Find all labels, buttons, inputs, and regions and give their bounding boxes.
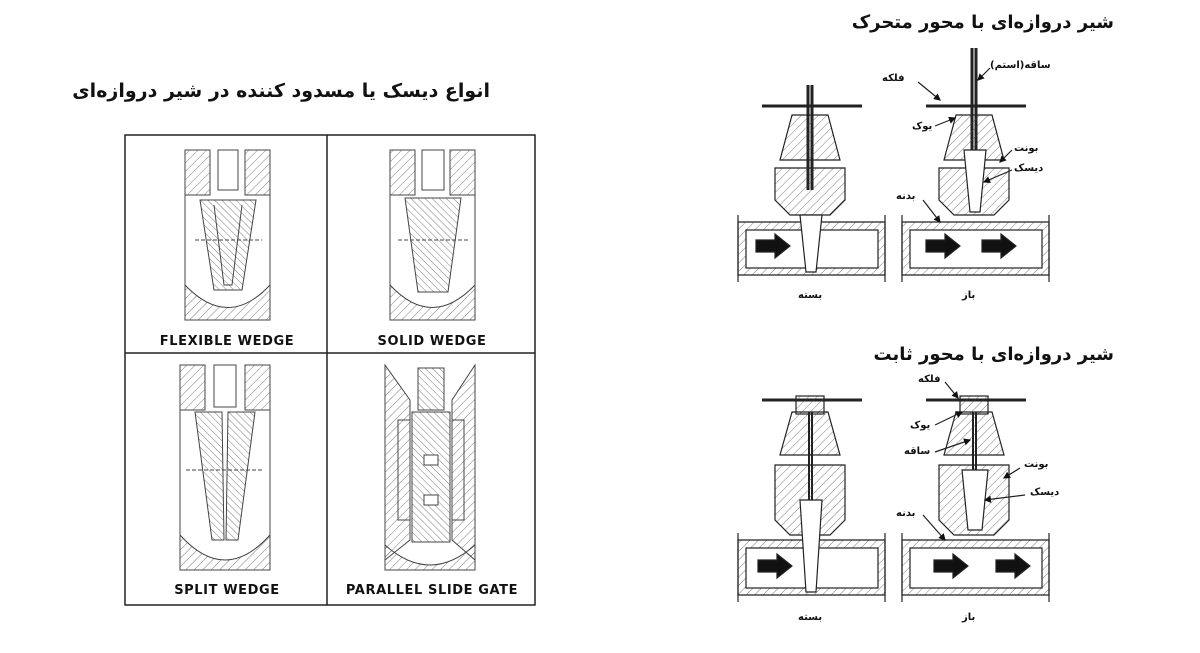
label-yoke-2: یوک bbox=[910, 420, 931, 431]
label-bonnet: بونت bbox=[1014, 143, 1039, 154]
label-handwheel-2: فلکه bbox=[918, 374, 941, 385]
non-rising-stem-closed-valve bbox=[737, 395, 886, 602]
rising-stem-open-valve bbox=[901, 48, 1050, 282]
label-yoke: یوک bbox=[912, 121, 933, 132]
label-stem: ساقه(استم) bbox=[990, 60, 1051, 71]
label-closed: بسته bbox=[798, 290, 823, 301]
label-disc: دیسک bbox=[1014, 163, 1044, 174]
parallel-slide-gate-drawing bbox=[384, 363, 476, 571]
label-disc-2: دیسک bbox=[1030, 487, 1060, 498]
rising-stem-closed-valve bbox=[737, 85, 886, 282]
rising-stem-title: شیر دروازه‌ای با محور متحرک bbox=[851, 12, 1114, 33]
non-rising-stem-open-valve bbox=[901, 381, 1050, 602]
non-rising-stem-title: شیر دروازه‌ای با محور ثابت bbox=[873, 344, 1114, 365]
label-closed-2: بسته bbox=[798, 612, 823, 623]
caption-solid-wedge: SOLID WEDGE bbox=[377, 334, 487, 349]
caption-flexible-wedge: FLEXIBLE WEDGE bbox=[159, 334, 295, 349]
label-stem-2: ساقه bbox=[904, 446, 931, 457]
label-bonnet-2: بونت bbox=[1024, 459, 1049, 470]
label-handwheel: فلکه bbox=[882, 73, 905, 84]
label-open: باز bbox=[962, 290, 976, 301]
solid-wedge-drawing bbox=[389, 149, 476, 321]
label-open-2: باز bbox=[962, 612, 976, 623]
split-wedge-drawing bbox=[179, 364, 271, 571]
caption-split-wedge: SPLIT WEDGE bbox=[174, 583, 280, 598]
disc-types-grid bbox=[124, 134, 536, 606]
caption-parallel-slide-gate: PARALLEL SLIDE GATE bbox=[345, 583, 519, 598]
label-body: بدنه bbox=[896, 191, 916, 202]
disc-types-title: انواع دیسک یا مسدود کننده در شیر دروازه‌… bbox=[72, 80, 490, 102]
label-body-2: بدنه bbox=[896, 508, 916, 519]
flexible-wedge-drawing bbox=[184, 149, 271, 321]
